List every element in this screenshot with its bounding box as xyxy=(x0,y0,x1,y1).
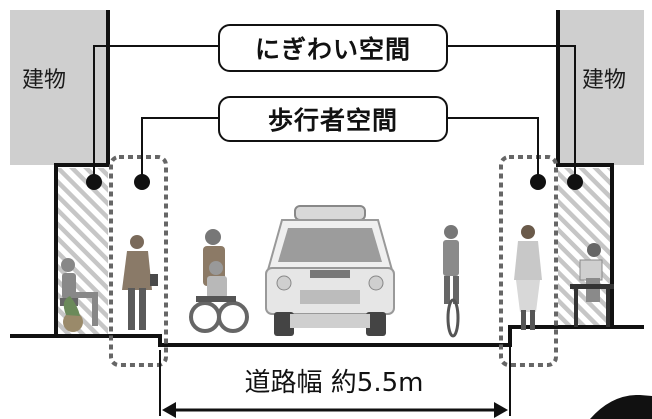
right-building-label: 建物 xyxy=(582,68,627,93)
right-building xyxy=(558,10,644,165)
pedestrian-leader-right xyxy=(448,117,539,183)
right-pedestrian-zone xyxy=(499,155,558,367)
left-pedestrian-zone xyxy=(109,155,168,367)
road-width-arrowhead-right xyxy=(494,402,508,418)
lively-leader-left xyxy=(93,45,218,183)
walking-woman-figure xyxy=(514,225,542,330)
right-lively-area xyxy=(558,168,610,326)
left-building xyxy=(10,10,108,165)
lively-dot-left xyxy=(86,174,102,190)
seated-person-figure xyxy=(60,258,98,332)
left-building-label: 建物 xyxy=(22,68,67,93)
lively-leader-right xyxy=(448,45,576,183)
lively-space-label: にぎわい空間 xyxy=(218,24,448,72)
pedestrian-dot-right xyxy=(530,174,546,190)
left-lively-area xyxy=(56,168,108,336)
pedestrian-leader-left xyxy=(141,117,218,183)
pedestrian-space-label: 歩行者空間 xyxy=(218,96,448,142)
ambulance-figure xyxy=(265,205,395,336)
road-width-arrowhead-left xyxy=(162,402,176,418)
road-width-label: 道路幅 約5.5m xyxy=(244,368,424,398)
cyclist-figure xyxy=(443,225,460,338)
lively-dot-right xyxy=(567,174,583,190)
walking-man-figure xyxy=(122,235,158,330)
wheelchair-figure xyxy=(189,229,249,333)
corner-mark xyxy=(590,394,652,419)
reading-person-figure xyxy=(570,243,614,327)
pedestrian-dot-left xyxy=(134,174,150,190)
